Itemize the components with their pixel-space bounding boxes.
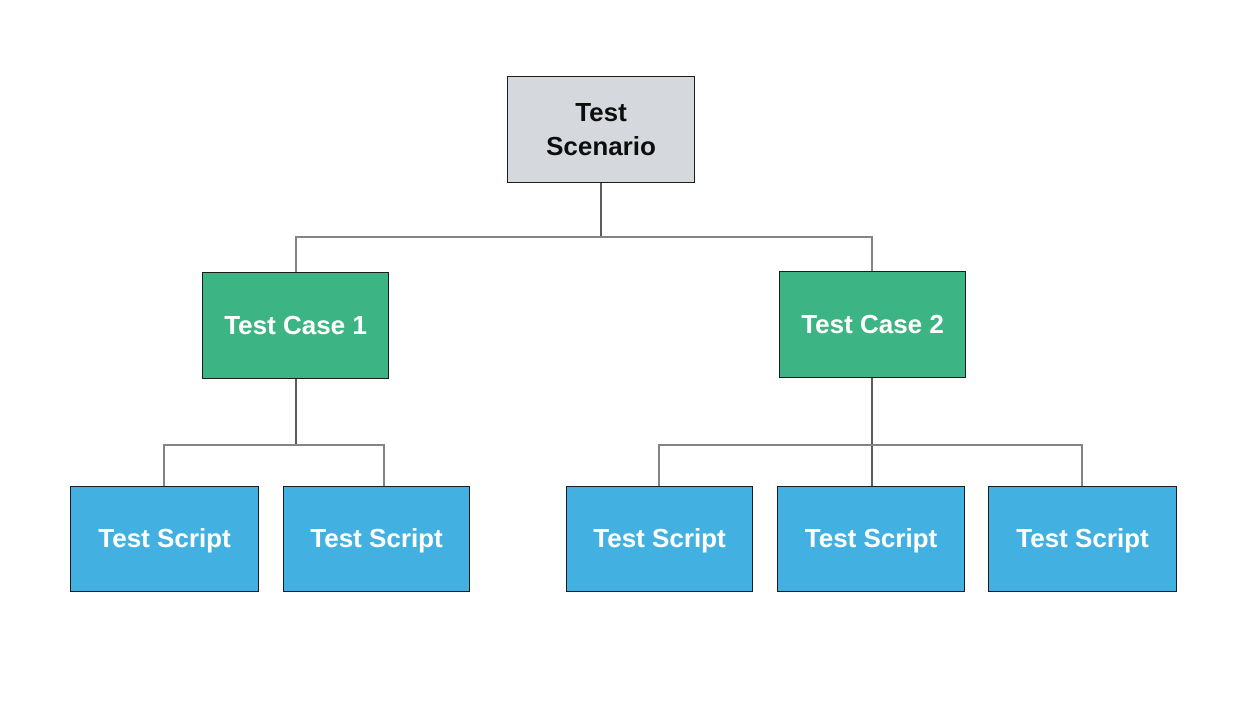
node-test-script-1: Test Script xyxy=(70,486,259,592)
node-test-script-5-label: Test Script xyxy=(1016,523,1149,554)
node-test-script-4: Test Script xyxy=(777,486,965,592)
node-test-script-2-label: Test Script xyxy=(310,523,443,554)
node-test-case-2-label: Test Case 2 xyxy=(801,308,944,339)
elbow-case1-to-scripts xyxy=(163,444,385,486)
elbow-case2-to-scripts xyxy=(658,444,1083,486)
node-test-script-5: Test Script xyxy=(988,486,1177,592)
node-test-scenario: Test Scenario xyxy=(507,76,695,183)
node-test-script-3-label: Test Script xyxy=(593,523,726,554)
node-test-script-3: Test Script xyxy=(566,486,753,592)
node-test-script-2: Test Script xyxy=(283,486,470,592)
node-test-case-1: Test Case 1 xyxy=(202,272,389,379)
node-test-scenario-label: Test Scenario xyxy=(546,96,656,161)
node-test-script-4-label: Test Script xyxy=(804,523,938,554)
node-test-script-1-label: Test Script xyxy=(98,523,231,554)
node-test-case-1-label: Test Case 1 xyxy=(224,309,367,340)
elbow-scenario-to-cases xyxy=(295,236,873,272)
node-test-case-2: Test Case 2 xyxy=(779,271,966,378)
